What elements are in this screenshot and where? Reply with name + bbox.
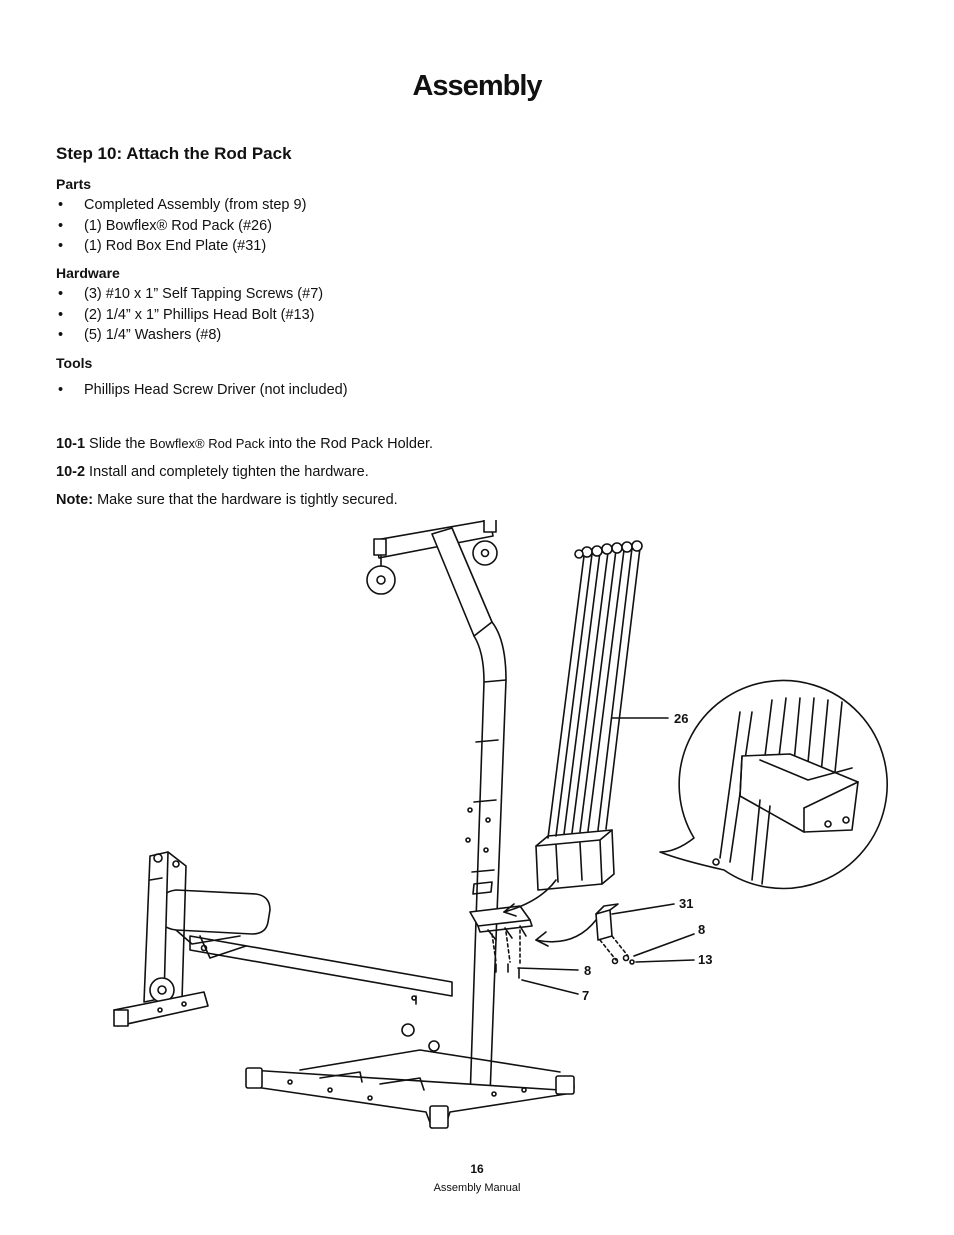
rod-pack-icon <box>535 540 643 891</box>
callout-26: 26 <box>674 711 688 726</box>
instruction-text: Slide the <box>85 436 150 452</box>
note-label: Note: <box>56 492 94 508</box>
callout-13: 13 <box>698 952 712 967</box>
list-item: (1) Bowflex® Rod Pack (#26) <box>56 216 306 237</box>
assembly-diagram: 26 31 8 13 8 7 <box>113 520 888 1129</box>
list-item: (3) #10 x 1” Self Tapping Screws (#7) <box>56 284 323 305</box>
list-item: Completed Assembly (from step 9) <box>56 195 306 216</box>
tools-list: Phillips Head Screw Driver (not included… <box>56 380 348 401</box>
hardware-heading: Hardware <box>56 265 120 281</box>
instruction-label: 10-2 <box>56 464 86 480</box>
hardware-dashes-icon <box>491 929 629 967</box>
seat-rail-icon <box>189 935 453 1005</box>
instruction-text: Install and completely tighten the hardw… <box>85 464 369 480</box>
base-frame-icon <box>245 1023 575 1129</box>
seat-icon <box>159 889 271 959</box>
washer-icon <box>622 954 630 962</box>
main-post-icon <box>431 527 507 1101</box>
instruction-text: into the Rod Pack Holder. <box>264 436 434 452</box>
parts-heading: Parts <box>56 176 92 192</box>
callout-8-bottom: 8 <box>584 963 591 978</box>
page-title: Assembly <box>412 70 542 102</box>
arrow-icon <box>535 919 597 943</box>
instruction-10-1: 10-1 Slide the Bowflex® Rod Pack into th… <box>56 436 433 452</box>
manual-name: Assembly Manual <box>433 1182 521 1194</box>
step-title: Step 10: Attach the Rod Pack <box>56 144 292 163</box>
instruction-label: 10-1 <box>56 436 86 452</box>
list-item: (1) Rod Box End Plate (#31) <box>56 236 306 257</box>
parts-list: Completed Assembly (from step 9) (1) Bow… <box>56 195 306 257</box>
page-number: 16 <box>470 1162 484 1176</box>
product-name: Bowflex® Rod Pack <box>149 436 265 451</box>
leader-line <box>517 967 579 971</box>
front-foot-icon <box>113 991 209 1027</box>
list-item: (5) 1/4” Washers (#8) <box>56 325 323 346</box>
tools-heading: Tools <box>56 355 93 371</box>
end-plate-icon <box>595 903 619 941</box>
note: Note: Make sure that the hardware is tig… <box>56 492 398 508</box>
hardware-list: (3) #10 x 1” Self Tapping Screws (#7) (2… <box>56 284 323 346</box>
arrow-head-icon <box>535 931 549 947</box>
leader-line <box>521 979 579 995</box>
callout-8-top: 8 <box>698 922 705 937</box>
screw-icon <box>495 963 520 979</box>
rod-pack-holder-icon <box>469 905 533 941</box>
note-text: Make sure that the hardware is tightly s… <box>93 492 398 508</box>
arrow-icon <box>503 879 557 913</box>
list-item: Phillips Head Screw Driver (not included… <box>56 380 348 401</box>
detail-view-icon <box>659 679 888 890</box>
leader-line <box>633 933 695 957</box>
bolt-icon <box>629 959 635 965</box>
list-item: (2) 1/4” x 1” Phillips Head Bolt (#13) <box>56 305 323 326</box>
leader-line <box>611 903 675 915</box>
leader-line <box>635 959 695 963</box>
instruction-10-2: 10-2 Install and completely tighten the … <box>56 464 369 480</box>
top-crossbar-icon <box>366 520 498 595</box>
washer-icon <box>611 957 619 965</box>
arrow-head-icon <box>503 903 517 917</box>
callout-31: 31 <box>679 896 693 911</box>
callout-7: 7 <box>582 988 589 1003</box>
